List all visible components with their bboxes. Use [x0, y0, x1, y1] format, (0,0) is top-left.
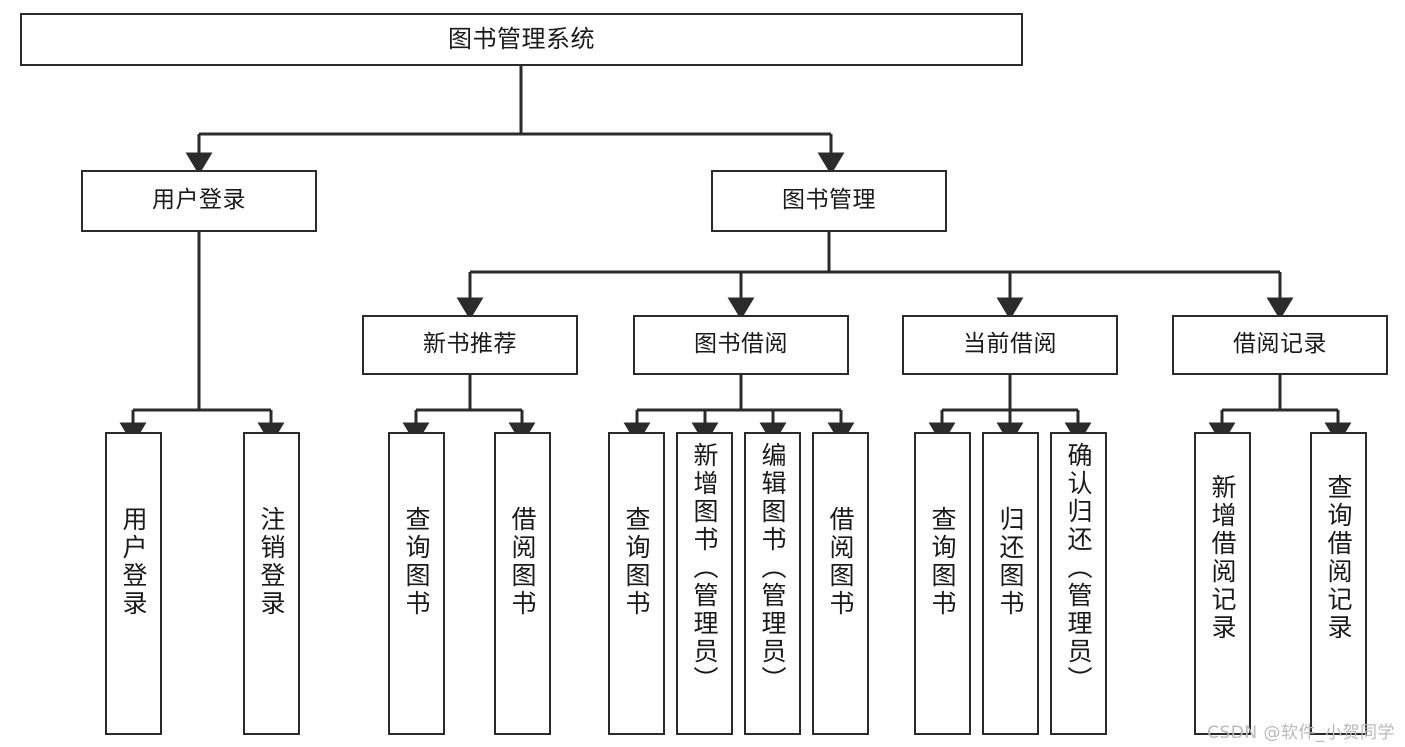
node-label: 查询图书: [928, 506, 957, 618]
node-label: 借阅记录: [1233, 331, 1327, 358]
node-label: 新增图书（管理员）: [690, 442, 719, 694]
node-label: 用户登录: [152, 187, 246, 214]
node-label: 归还图书: [996, 506, 1025, 618]
node-current-borrow[interactable]: 当前借阅: [902, 315, 1118, 375]
node-label: 当前借阅: [963, 331, 1057, 358]
node-new-book-recommend[interactable]: 新书推荐: [362, 315, 578, 375]
node-label: 用户登录: [119, 506, 148, 618]
node-borrow-record[interactable]: 借阅记录: [1172, 315, 1388, 375]
node-label: 新增借阅记录: [1208, 474, 1237, 642]
node-leaf-edit-book-admin[interactable]: 编辑图书（管理员）: [744, 432, 801, 735]
node-label: 图书借阅: [694, 331, 788, 358]
node-leaf-borrow-book-recommend[interactable]: 借阅图书: [494, 432, 551, 735]
node-leaf-add-borrow-record[interactable]: 新增借阅记录: [1194, 432, 1251, 735]
node-leaf-add-book-admin[interactable]: 新增图书（管理员）: [676, 432, 733, 735]
node-label: 图书管理系统: [448, 25, 595, 54]
node-user-login[interactable]: 用户登录: [81, 170, 317, 232]
node-leaf-borrow-book[interactable]: 借阅图书: [812, 432, 869, 735]
node-leaf-user-logout[interactable]: 注销登录: [243, 432, 300, 735]
node-book-borrow[interactable]: 图书借阅: [633, 315, 849, 375]
node-label: 查询借阅记录: [1324, 474, 1353, 642]
node-leaf-user-login[interactable]: 用户登录: [105, 432, 162, 735]
node-leaf-return-book[interactable]: 归还图书: [982, 432, 1039, 735]
node-label: 编辑图书（管理员）: [758, 442, 787, 694]
node-label: 确认归还（管理员）: [1064, 442, 1093, 694]
node-label: 新书推荐: [423, 331, 517, 358]
node-book-management[interactable]: 图书管理: [711, 170, 947, 232]
node-label: 借阅图书: [826, 506, 855, 618]
node-label: 借阅图书: [508, 506, 537, 618]
node-leaf-query-borrow-record[interactable]: 查询借阅记录: [1310, 432, 1367, 735]
node-label: 查询图书: [622, 506, 651, 618]
node-label: 注销登录: [257, 506, 286, 618]
node-leaf-query-book-current[interactable]: 查询图书: [914, 432, 971, 735]
node-leaf-confirm-return-admin[interactable]: 确认归还（管理员）: [1050, 432, 1107, 735]
node-root-book-management-system[interactable]: 图书管理系统: [20, 13, 1023, 66]
node-leaf-query-book-recommend[interactable]: 查询图书: [388, 432, 445, 735]
node-label: 查询图书: [402, 506, 431, 618]
node-leaf-query-book-borrow[interactable]: 查询图书: [608, 432, 665, 735]
node-label: 图书管理: [782, 187, 876, 214]
csdn-watermark: CSDN @软件_小贺同学: [1207, 723, 1395, 743]
